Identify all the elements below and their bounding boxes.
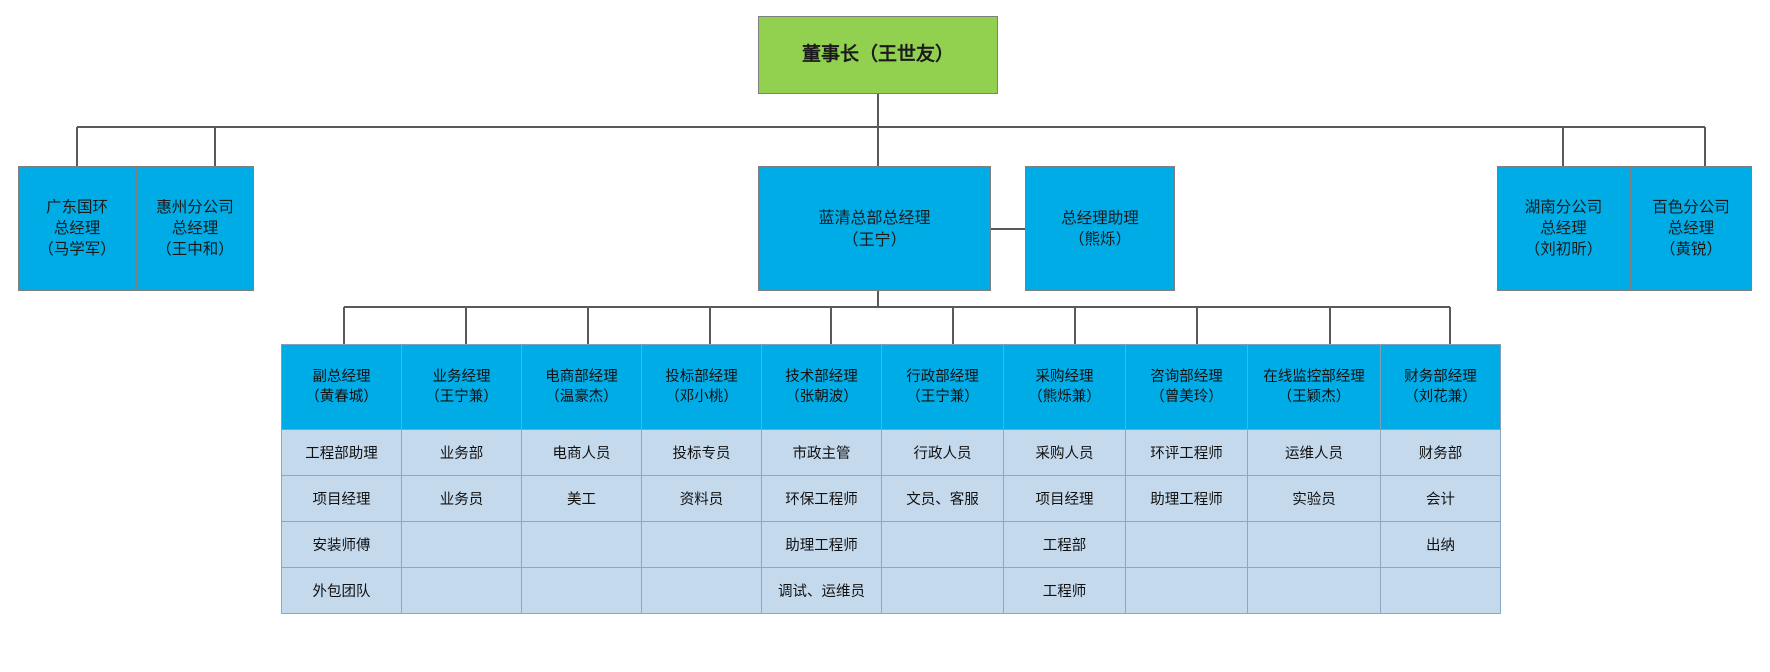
node-huizhou-branch-gm-label: 惠州分公司 总经理 （王中和） bbox=[156, 198, 234, 258]
dept-cell bbox=[1125, 567, 1248, 614]
dept-cell: 外包团队 bbox=[281, 567, 402, 614]
dept-cell bbox=[641, 567, 762, 614]
dept-cell: 资料员 bbox=[641, 475, 762, 522]
dept-header-cell[interactable]: 行政部经理 （王宁兼） bbox=[881, 344, 1004, 430]
dept-cell: 业务员 bbox=[401, 475, 522, 522]
dept-header-cell[interactable]: 咨询部经理 （曾美玲） bbox=[1125, 344, 1248, 430]
dept-header-cell[interactable]: 技术部经理 （张朝波） bbox=[761, 344, 882, 430]
table-row: 工程部助理 业务部 电商人员 投标专员 市政主管 行政人员 采购人员 环评工程师… bbox=[281, 429, 1501, 476]
dept-cell: 市政主管 bbox=[761, 429, 882, 476]
node-guangdong-guohuan-gm-label: 广东国环 总经理 （马学军） bbox=[38, 198, 116, 258]
dept-cell: 助理工程师 bbox=[1125, 475, 1248, 522]
dept-cell bbox=[881, 567, 1004, 614]
dept-cell bbox=[1247, 567, 1381, 614]
node-huizhou-branch-gm[interactable]: 惠州分公司 总经理 （王中和） bbox=[136, 166, 254, 291]
dept-cell: 电商人员 bbox=[521, 429, 642, 476]
table-row: 安装师傅 助理工程师 工程部 出纳 bbox=[281, 521, 1501, 568]
node-guangdong-guohuan-gm[interactable]: 广东国环 总经理 （马学军） bbox=[18, 166, 136, 291]
dept-cell: 环保工程师 bbox=[761, 475, 882, 522]
dept-cell: 业务部 bbox=[401, 429, 522, 476]
dept-cell: 文员、客服 bbox=[881, 475, 1004, 522]
table-row: 外包团队 调试、运维员 工程师 bbox=[281, 567, 1501, 614]
dept-cell: 运维人员 bbox=[1247, 429, 1381, 476]
dept-cell bbox=[1247, 521, 1381, 568]
dept-cell: 实验员 bbox=[1247, 475, 1381, 522]
dept-header-cell[interactable]: 在线监控部经理 （王颖杰） bbox=[1247, 344, 1381, 430]
dept-cell: 投标专员 bbox=[641, 429, 762, 476]
dept-header-cell[interactable]: 采购经理 （熊烁兼） bbox=[1003, 344, 1126, 430]
dept-cell bbox=[1125, 521, 1248, 568]
dept-header-cell[interactable]: 投标部经理 （邓小桃） bbox=[641, 344, 762, 430]
dept-cell bbox=[401, 567, 522, 614]
dept-cell: 会计 bbox=[1380, 475, 1501, 522]
dept-cell: 工程部助理 bbox=[281, 429, 402, 476]
node-hunan-branch-gm-label: 湖南分公司 总经理 （刘初昕） bbox=[1524, 198, 1603, 258]
dept-cell: 项目经理 bbox=[1003, 475, 1126, 522]
department-table: 副总经理 （黄春城） 业务经理 （王宁兼） 电商部经理 （温豪杰） 投标部经理 … bbox=[281, 344, 1501, 614]
dept-cell: 项目经理 bbox=[281, 475, 402, 522]
dept-cell bbox=[521, 567, 642, 614]
dept-header-cell[interactable]: 电商部经理 （温豪杰） bbox=[521, 344, 642, 430]
dept-cell bbox=[881, 521, 1004, 568]
dept-cell: 调试、运维员 bbox=[761, 567, 882, 614]
dept-cell: 工程部 bbox=[1003, 521, 1126, 568]
node-lanqing-hq-gm[interactable]: 蓝清总部总经理 （王宁） bbox=[758, 166, 991, 291]
dept-cell bbox=[1380, 567, 1501, 614]
node-lanqing-hq-gm-label: 蓝清总部总经理 （王宁） bbox=[818, 207, 931, 249]
table-row: 项目经理 业务员 美工 资料员 环保工程师 文员、客服 项目经理 助理工程师 实… bbox=[281, 475, 1501, 522]
department-header-row: 副总经理 （黄春城） 业务经理 （王宁兼） 电商部经理 （温豪杰） 投标部经理 … bbox=[281, 344, 1501, 430]
node-gm-assistant-label: 总经理助理 （熊烁） bbox=[1061, 208, 1139, 248]
dept-header-cell[interactable]: 业务经理 （王宁兼） bbox=[401, 344, 522, 430]
node-gm-assistant[interactable]: 总经理助理 （熊烁） bbox=[1025, 166, 1175, 291]
dept-cell: 安装师傅 bbox=[281, 521, 402, 568]
node-chairman-label: 董事长（王世友） bbox=[801, 43, 954, 66]
node-hunan-branch-gm[interactable]: 湖南分公司 总经理 （刘初昕） bbox=[1497, 166, 1630, 291]
dept-cell bbox=[401, 521, 522, 568]
dept-cell: 美工 bbox=[521, 475, 642, 522]
dept-cell: 出纳 bbox=[1380, 521, 1501, 568]
dept-cell bbox=[521, 521, 642, 568]
dept-cell: 采购人员 bbox=[1003, 429, 1126, 476]
node-baise-branch-gm[interactable]: 百色分公司 总经理 （黄锐） bbox=[1630, 166, 1752, 291]
dept-cell: 工程师 bbox=[1003, 567, 1126, 614]
node-baise-branch-gm-label: 百色分公司 总经理 （黄锐） bbox=[1652, 198, 1730, 258]
dept-cell: 行政人员 bbox=[881, 429, 1004, 476]
dept-cell: 环评工程师 bbox=[1125, 429, 1248, 476]
dept-header-cell[interactable]: 财务部经理 （刘花兼） bbox=[1380, 344, 1501, 430]
dept-cell: 助理工程师 bbox=[761, 521, 882, 568]
dept-cell: 财务部 bbox=[1380, 429, 1501, 476]
dept-cell bbox=[641, 521, 762, 568]
dept-header-cell[interactable]: 副总经理 （黄春城） bbox=[281, 344, 402, 430]
node-chairman[interactable]: 董事长（王世友） bbox=[758, 16, 998, 94]
